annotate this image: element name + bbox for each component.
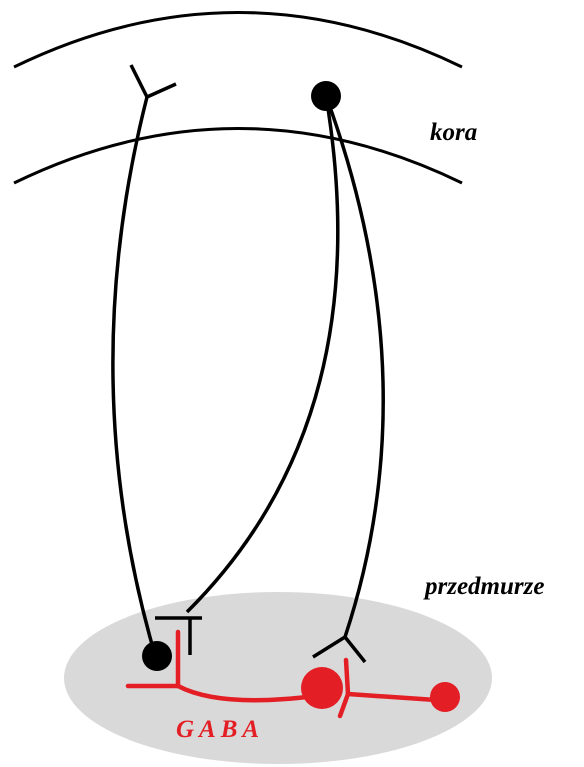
cortex-label: kora	[430, 119, 477, 146]
cortex-to-claustrum-projection	[187, 96, 338, 612]
gaba-label: GABA	[176, 716, 264, 743]
claustrum-to-cortex-axon	[113, 97, 155, 655]
claustrum-label: przedmurze	[423, 573, 544, 600]
claustrum-region	[64, 592, 492, 764]
cortex-outer-boundary	[14, 13, 462, 68]
postsynaptic-red-neuron	[430, 682, 460, 712]
cortex-synapse-terminal	[131, 65, 176, 97]
gaba-cell-body	[301, 667, 343, 709]
cortex-inner-boundary	[14, 129, 462, 184]
claustrum-neuron	[142, 641, 172, 671]
